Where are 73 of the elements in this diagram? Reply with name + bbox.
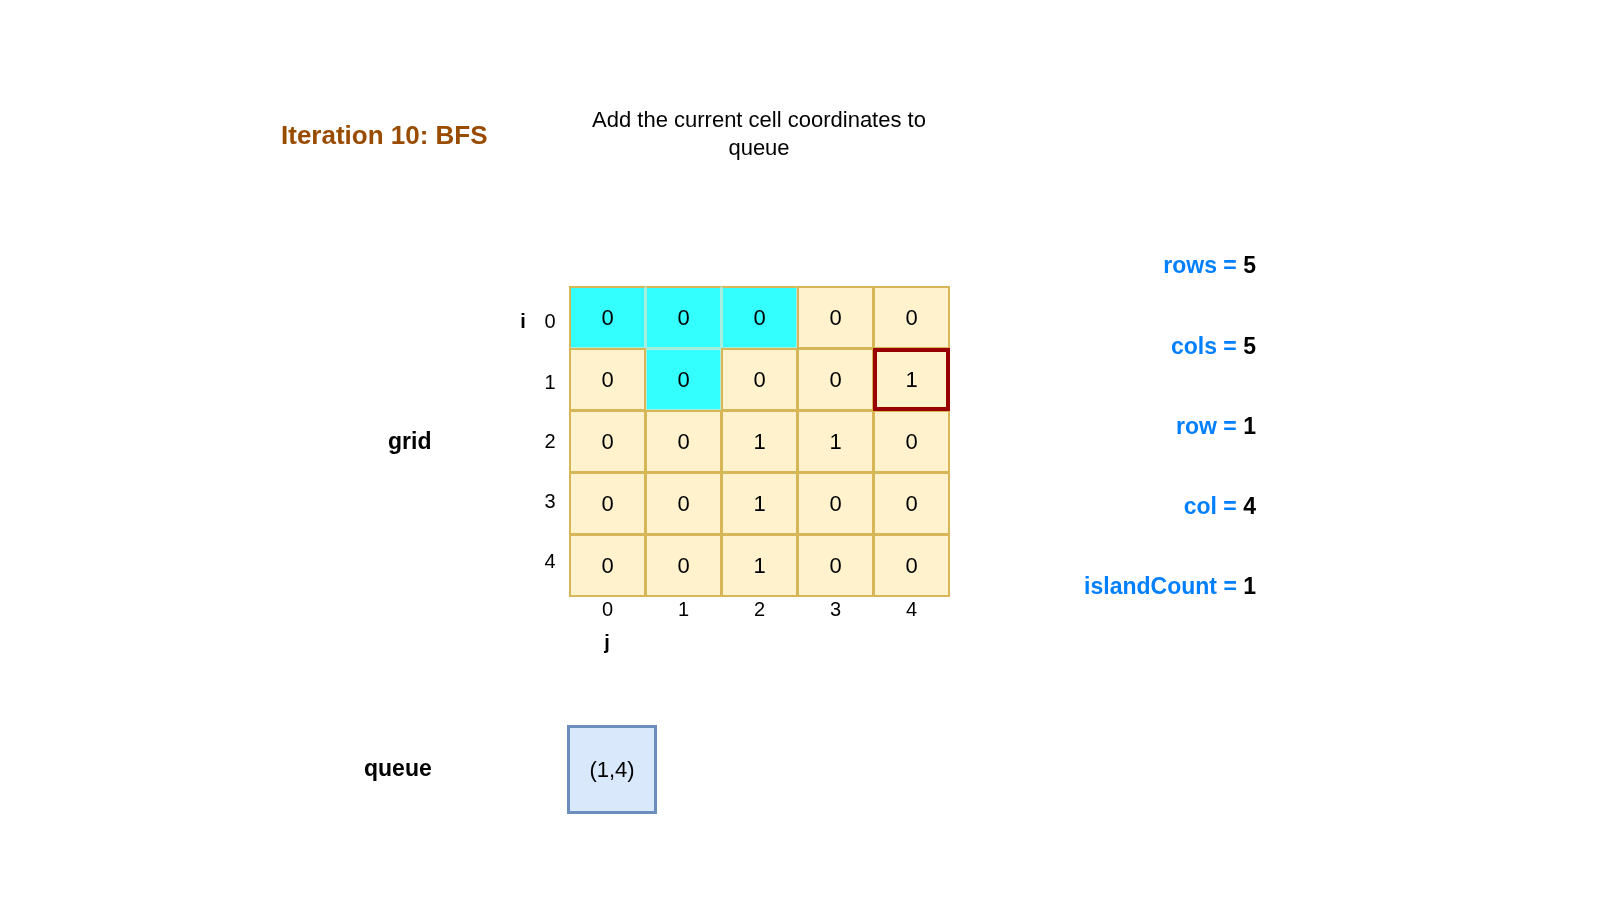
grid-cell [569, 410, 646, 473]
row-index: 4 [544, 549, 556, 573]
cell-value: 0 [829, 490, 842, 517]
cell-value: 0 [905, 304, 918, 331]
cell-value: 1 [753, 490, 766, 517]
row-index: 0 [544, 309, 556, 333]
column-index: 0 [601, 597, 614, 621]
grid-cell [569, 534, 646, 597]
grid-cell [721, 472, 798, 535]
cell-value: 0 [677, 366, 690, 393]
grid-cell [569, 472, 646, 535]
visited-cell [721, 286, 798, 349]
cell-value: 0 [677, 428, 690, 455]
cell-value: 0 [677, 552, 690, 579]
variable-label: islandCount = 1 [1084, 572, 1256, 600]
cell-value: 0 [829, 304, 842, 331]
cell-value: 0 [829, 552, 842, 579]
cell-value: 0 [905, 428, 918, 455]
cell-value: 0 [601, 490, 614, 517]
row-index: 2 [544, 429, 556, 453]
cell-value: 1 [753, 428, 766, 455]
column-index: 3 [829, 597, 842, 621]
axis-label: i [520, 309, 526, 333]
grid-label: grid [388, 427, 432, 455]
grid-cell [645, 534, 722, 597]
queue-box [567, 725, 657, 814]
grid-cell [797, 286, 874, 349]
instruction-text: Add the current cell coordinates to queue [591, 106, 927, 162]
grid-cell [721, 534, 798, 597]
grid-cell [797, 348, 874, 411]
cell-value: 0 [601, 428, 614, 455]
grid-cell [645, 410, 722, 473]
cell-value: 0 [829, 366, 842, 393]
visited-cell [569, 286, 646, 349]
cell-value: 0 [601, 366, 614, 393]
grid-cell [873, 286, 950, 349]
cell-value: 0 [905, 552, 918, 579]
column-index: 4 [905, 597, 918, 621]
grid-cell [721, 348, 798, 411]
title: Iteration 10: BFS [281, 120, 488, 150]
current-cell [873, 348, 950, 411]
variable-label: cols = 5 [1170, 332, 1256, 360]
cell-value: 1 [905, 366, 918, 393]
grid-cell [797, 472, 874, 535]
grid-cell [797, 534, 874, 597]
grid-cell [645, 472, 722, 535]
column-index: 1 [677, 597, 690, 621]
cell-value: 0 [601, 304, 614, 331]
variable-label: col = 4 [1183, 492, 1256, 520]
cell-value: 0 [601, 552, 614, 579]
grid-cell [569, 348, 646, 411]
queue-entry: (1,4) [589, 756, 635, 783]
grid-cell [721, 410, 798, 473]
variable-label: row = 1 [1176, 412, 1256, 440]
queue-label: queue [364, 754, 432, 782]
grid-cell [797, 410, 874, 473]
visited-cell [645, 286, 722, 349]
grid-cell [873, 534, 950, 597]
column-index: 2 [753, 597, 766, 621]
cell-value: 0 [677, 304, 690, 331]
grid-cell [873, 472, 950, 535]
cell-value: 0 [753, 366, 766, 393]
cell-value: 0 [753, 304, 766, 331]
cell-value: 0 [677, 490, 690, 517]
row-index: 1 [544, 370, 556, 394]
visited-cell [645, 348, 722, 411]
grid-cell [873, 410, 950, 473]
cell-value: 1 [753, 552, 766, 579]
cell-value: 0 [905, 490, 918, 517]
row-index: 3 [544, 489, 556, 513]
axis-label: j [604, 630, 610, 654]
variable-label: rows = 5 [1163, 251, 1256, 279]
cell-value: 1 [829, 428, 842, 455]
